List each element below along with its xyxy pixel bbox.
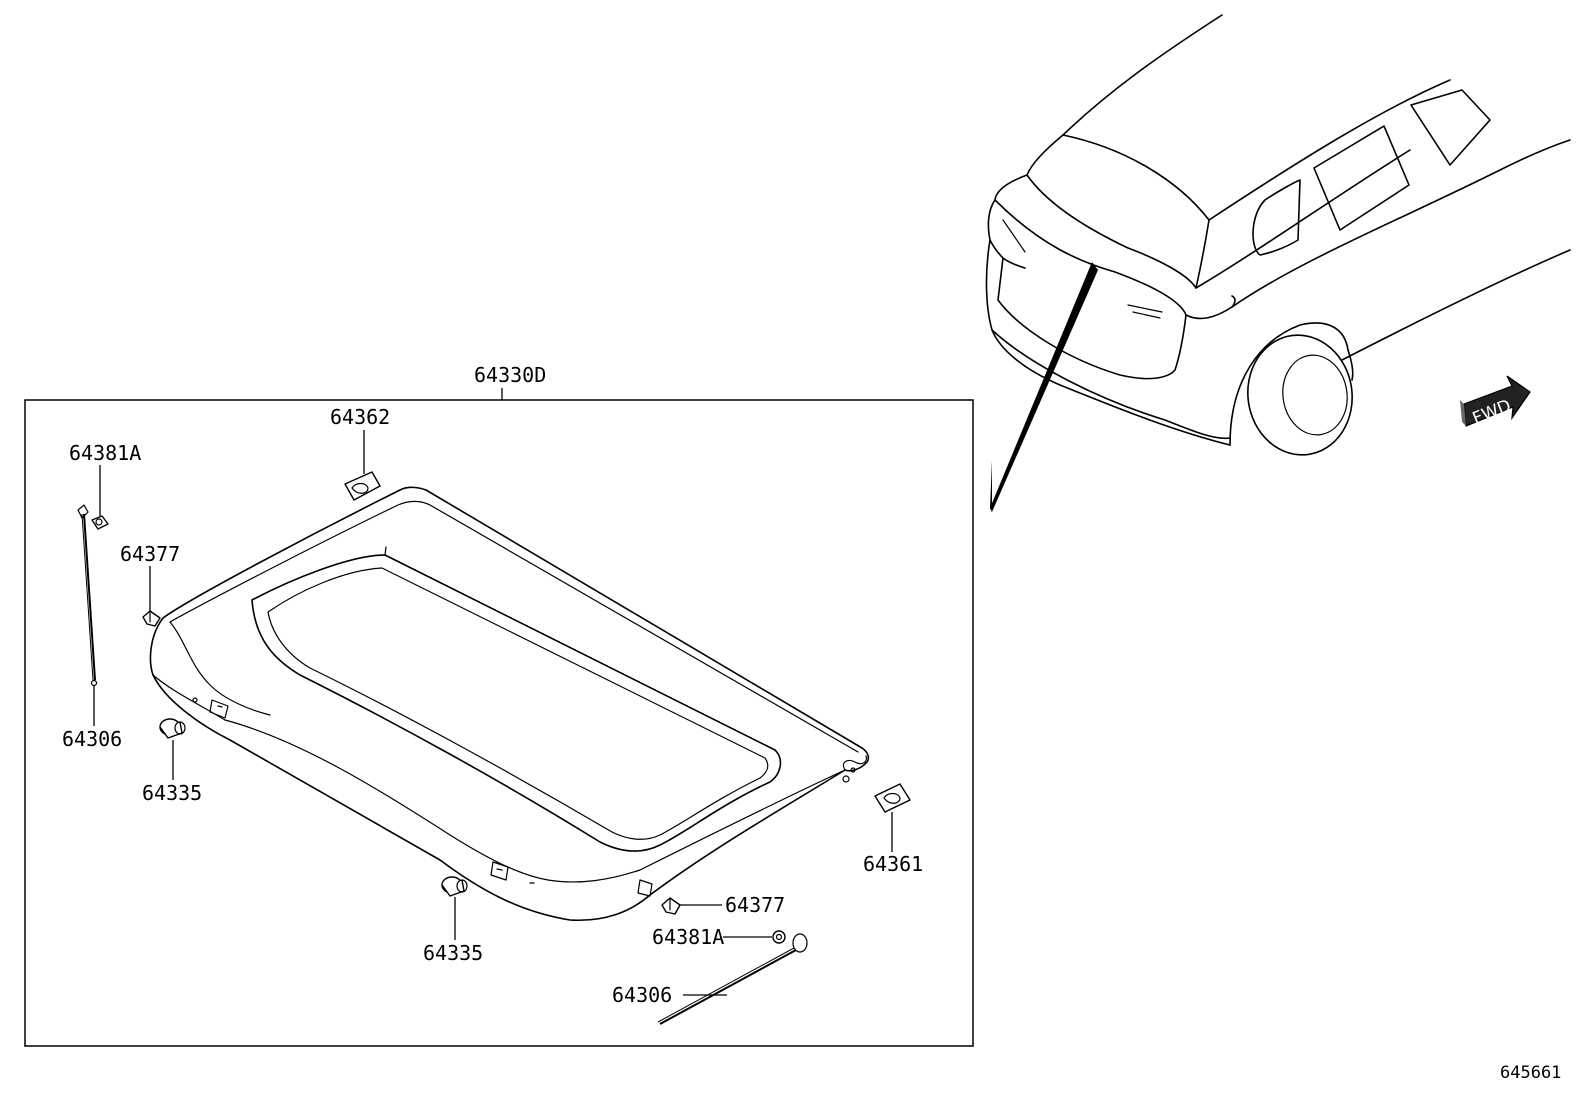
fwd-arrow-icon: FWD xyxy=(1460,375,1531,429)
callout-64335-center: 64335 xyxy=(423,941,483,965)
vehicle-illustration xyxy=(985,14,1571,456)
callout-64361: 64361 xyxy=(863,852,923,876)
callout-64381a-right: 64381A xyxy=(652,925,724,949)
rod-64306-left xyxy=(77,504,98,687)
clip-64377-right xyxy=(661,897,681,915)
figure-id: 645661 xyxy=(1500,1063,1561,1083)
callout-64335-left: 64335 xyxy=(142,781,202,805)
callout-64306-left: 64306 xyxy=(62,727,122,751)
bumper-64335-center xyxy=(441,876,468,897)
callout-64381a-left: 64381A xyxy=(69,441,141,465)
callout-64306-right: 64306 xyxy=(612,983,672,1007)
callout-64362: 64362 xyxy=(330,405,390,429)
clip-64361 xyxy=(874,783,911,813)
callout-64377-right: 64377 xyxy=(725,893,785,917)
assembly-frame xyxy=(24,399,974,1047)
clip-64362 xyxy=(344,471,381,501)
assembly-label-64330d: 64330D xyxy=(474,363,546,387)
bumper-64335-left xyxy=(159,718,186,739)
location-pointer xyxy=(990,262,1098,512)
rod-64306-right xyxy=(657,933,808,1025)
callout-64377-left: 64377 xyxy=(120,542,180,566)
nut-64381a-right xyxy=(772,930,786,944)
nut-64381a-left xyxy=(91,515,109,530)
deck-board-64330d xyxy=(149,486,870,922)
clip-64377-left xyxy=(142,610,161,627)
